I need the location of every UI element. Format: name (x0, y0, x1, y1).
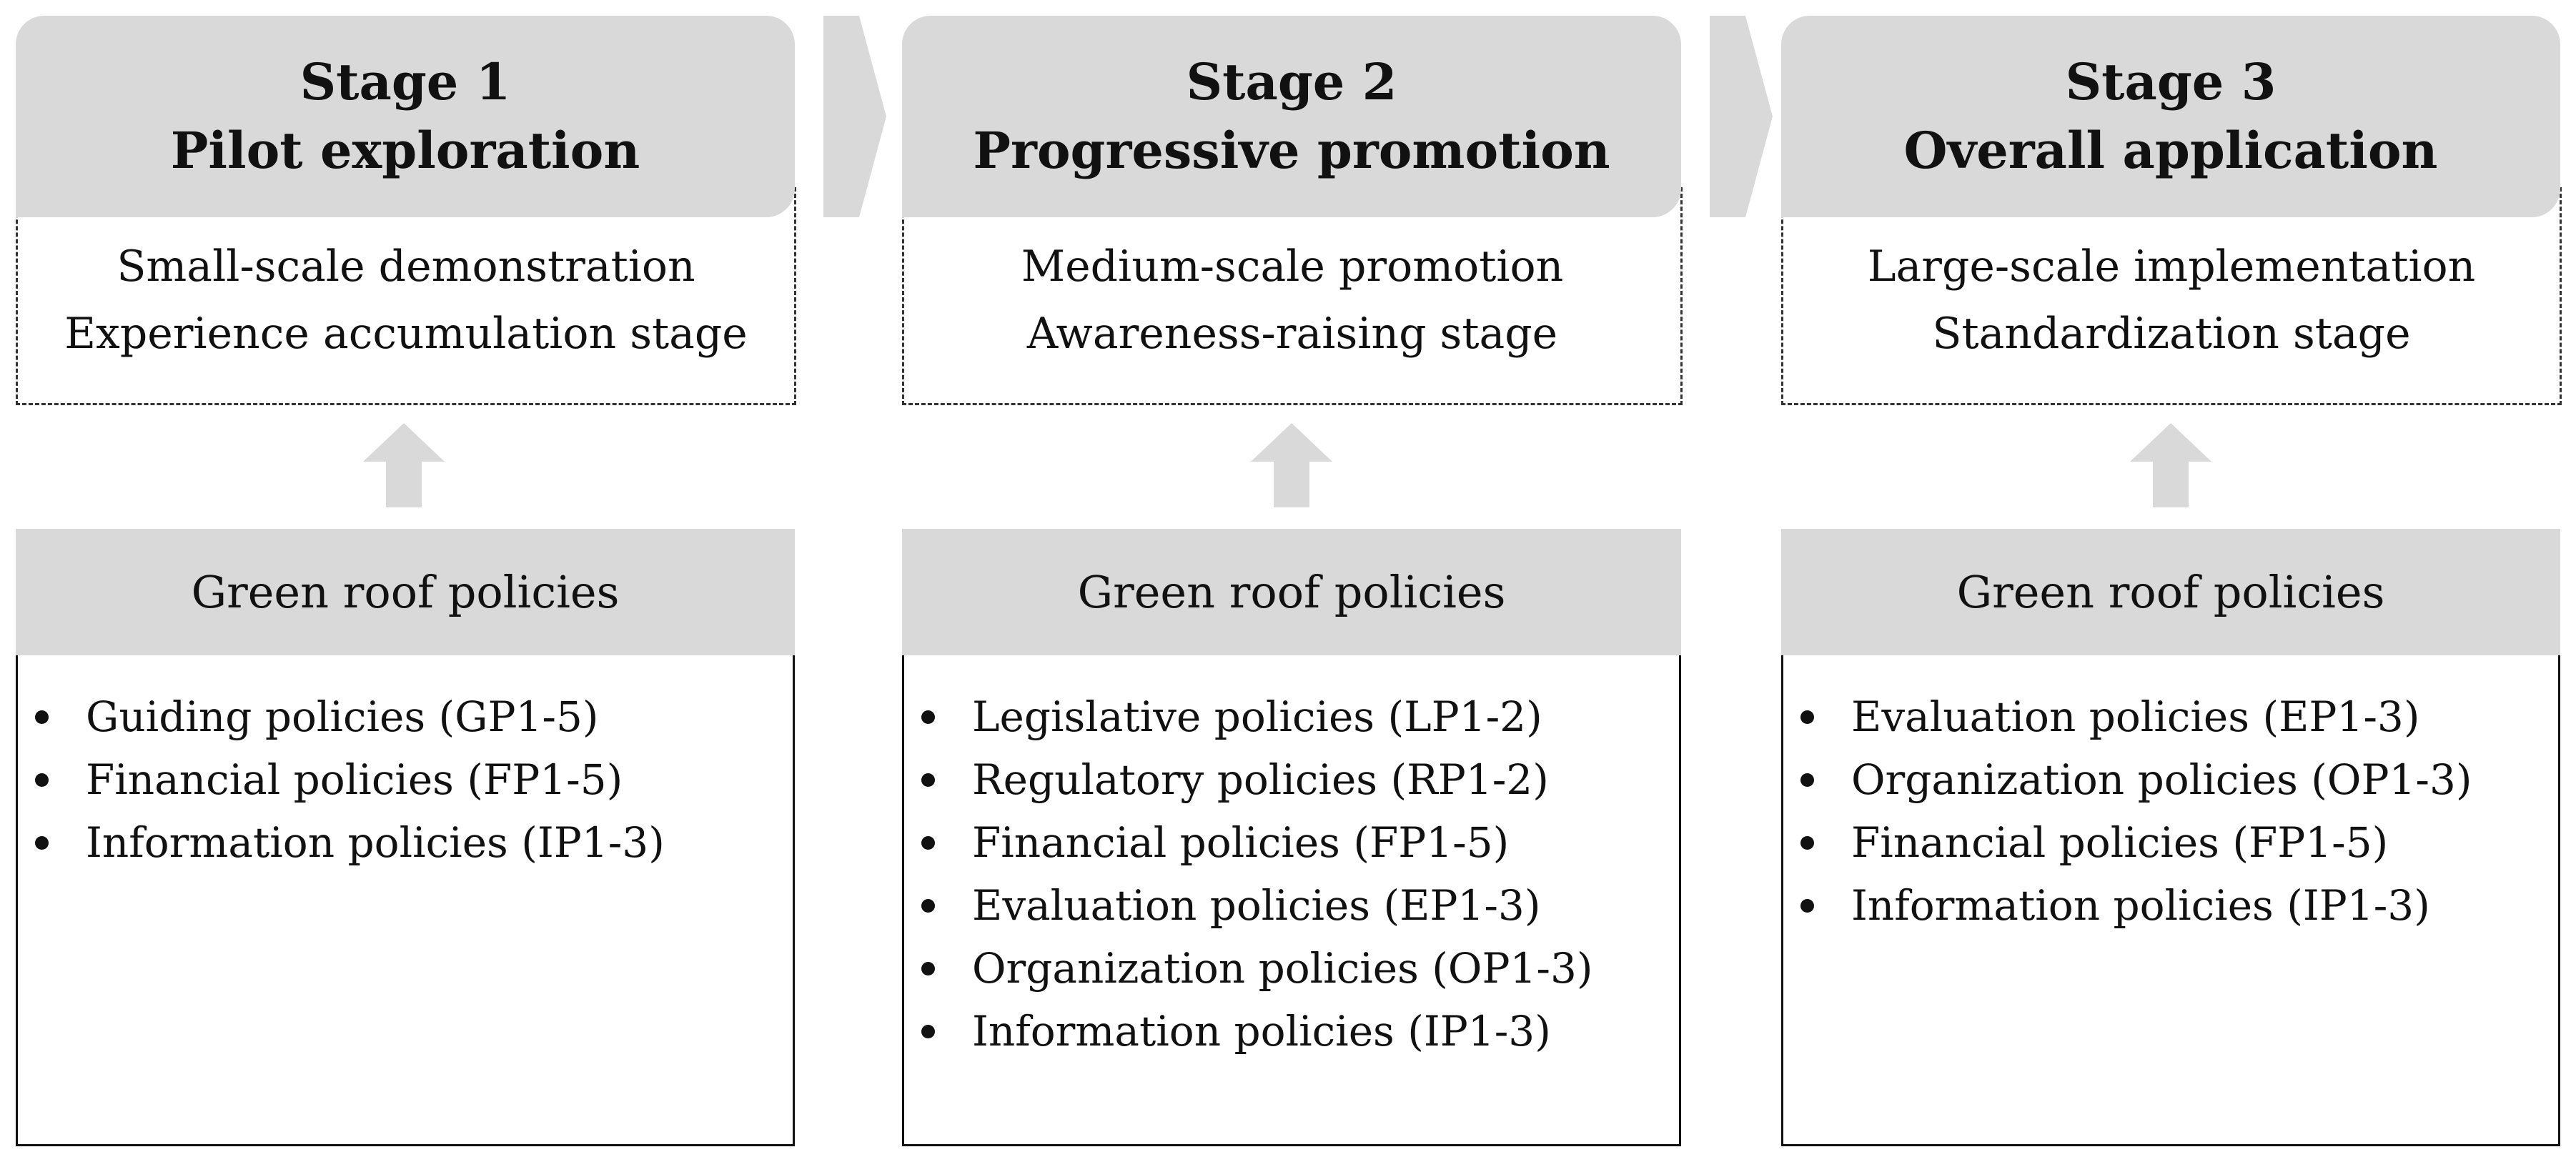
stage-2-name: Progressive promotion (973, 121, 1610, 180)
bullet-icon (35, 835, 49, 850)
stage-2-policy-header: Green roof policies (902, 529, 1681, 655)
stage-3-up-arrow (2130, 423, 2211, 507)
stage-2-policy-title: Green roof policies (1077, 566, 1506, 618)
stage-3-policy-title: Green roof policies (1956, 566, 2385, 618)
bullet-icon (1800, 898, 1814, 913)
stage-3-header: Stage 3 Overall application (1781, 16, 2560, 217)
bullet-icon (35, 773, 49, 787)
list-item: Information policies (IP1-3) (1800, 874, 2472, 937)
stage-2-column: Stage 2 Progressive promotion Medium-sca… (902, 0, 1683, 1167)
bullet-icon (921, 710, 935, 724)
stage-1-up-arrow (363, 423, 445, 507)
stage-3-policy-header: Green roof policies (1781, 529, 2560, 655)
list-item: Regulatory policies (RP1-2) (921, 748, 1593, 811)
stage-3-column: Stage 3 Overall application Large-scale … (1781, 0, 2562, 1167)
stage-2-description-line-2: Awareness-raising stage (1026, 309, 1558, 359)
stage-3-description-box: Large-scale implementation Standardizati… (1781, 187, 2562, 405)
list-item: Evaluation policies (EP1-3) (1800, 685, 2472, 748)
bullet-icon (1800, 710, 1814, 724)
list-item: Guiding policies (GP1-5) (35, 685, 665, 748)
stage-1-name: Pilot exploration (170, 121, 640, 180)
stage-1-column: Stage 1 Pilot exploration Small-scale de… (16, 0, 796, 1167)
list-item: Information policies (IP1-3) (35, 811, 665, 874)
stage-1-description-box: Small-scale demonstration Experience acc… (16, 187, 796, 405)
list-item: Organization policies (OP1-3) (921, 937, 1593, 1000)
stage-2-policy-box: Legislative policies (LP1-2) Regulatory … (902, 643, 1681, 1146)
list-item: Evaluation policies (EP1-3) (921, 874, 1593, 937)
list-item: Legislative policies (LP1-2) (921, 685, 1593, 748)
list-item: Financial policies (FP1-5) (1800, 811, 2472, 874)
stage-2-description-line-1: Medium-scale promotion (1021, 242, 1564, 292)
stage-1-policy-list: Guiding policies (GP1-5) Financial polic… (35, 685, 665, 874)
stage-1-policy-box: Guiding policies (GP1-5) Financial polic… (16, 643, 795, 1146)
stage-1-policy-header: Green roof policies (16, 529, 795, 655)
stage-1-header: Stage 1 Pilot exploration (16, 16, 795, 217)
stage-2-up-arrow (1251, 423, 1332, 507)
stage-1-description-line-1: Small-scale demonstration (117, 242, 695, 292)
stage-2-number: Stage 2 (1186, 52, 1397, 111)
stage-3-description-line-2: Standardization stage (1932, 309, 2411, 359)
bullet-icon (921, 773, 935, 787)
stage-1-description-line-2: Experience accumulation stage (64, 309, 748, 359)
bullet-icon (35, 710, 49, 724)
stage-3-number: Stage 3 (2065, 52, 2277, 111)
stage-2-policy-list: Legislative policies (LP1-2) Regulatory … (921, 685, 1593, 1063)
list-item: Financial policies (FP1-5) (921, 811, 1593, 874)
stage-3-policy-list: Evaluation policies (EP1-3) Organization… (1800, 685, 2472, 937)
stage-1-policy-title: Green roof policies (191, 566, 620, 618)
bullet-icon (1800, 835, 1814, 850)
stage-3-name: Overall application (1903, 121, 2438, 180)
stage-1-number: Stage 1 (299, 52, 511, 111)
stage-1-to-2-arrow (823, 16, 886, 217)
stage-2-to-3-arrow (1710, 16, 1773, 217)
stage-3-policy-box: Evaluation policies (EP1-3) Organization… (1781, 643, 2560, 1146)
stage-3-description-line-1: Large-scale implementation (1867, 242, 2476, 292)
bullet-icon (921, 835, 935, 850)
bullet-icon (921, 1024, 935, 1038)
list-item: Financial policies (FP1-5) (35, 748, 665, 811)
bullet-icon (921, 961, 935, 975)
bullet-icon (921, 898, 935, 913)
stage-2-description-box: Medium-scale promotion Awareness-raising… (902, 187, 1683, 405)
bullet-icon (1800, 773, 1814, 787)
stage-2-header: Stage 2 Progressive promotion (902, 16, 1681, 217)
list-item: Organization policies (OP1-3) (1800, 748, 2472, 811)
list-item: Information policies (IP1-3) (921, 1000, 1593, 1063)
